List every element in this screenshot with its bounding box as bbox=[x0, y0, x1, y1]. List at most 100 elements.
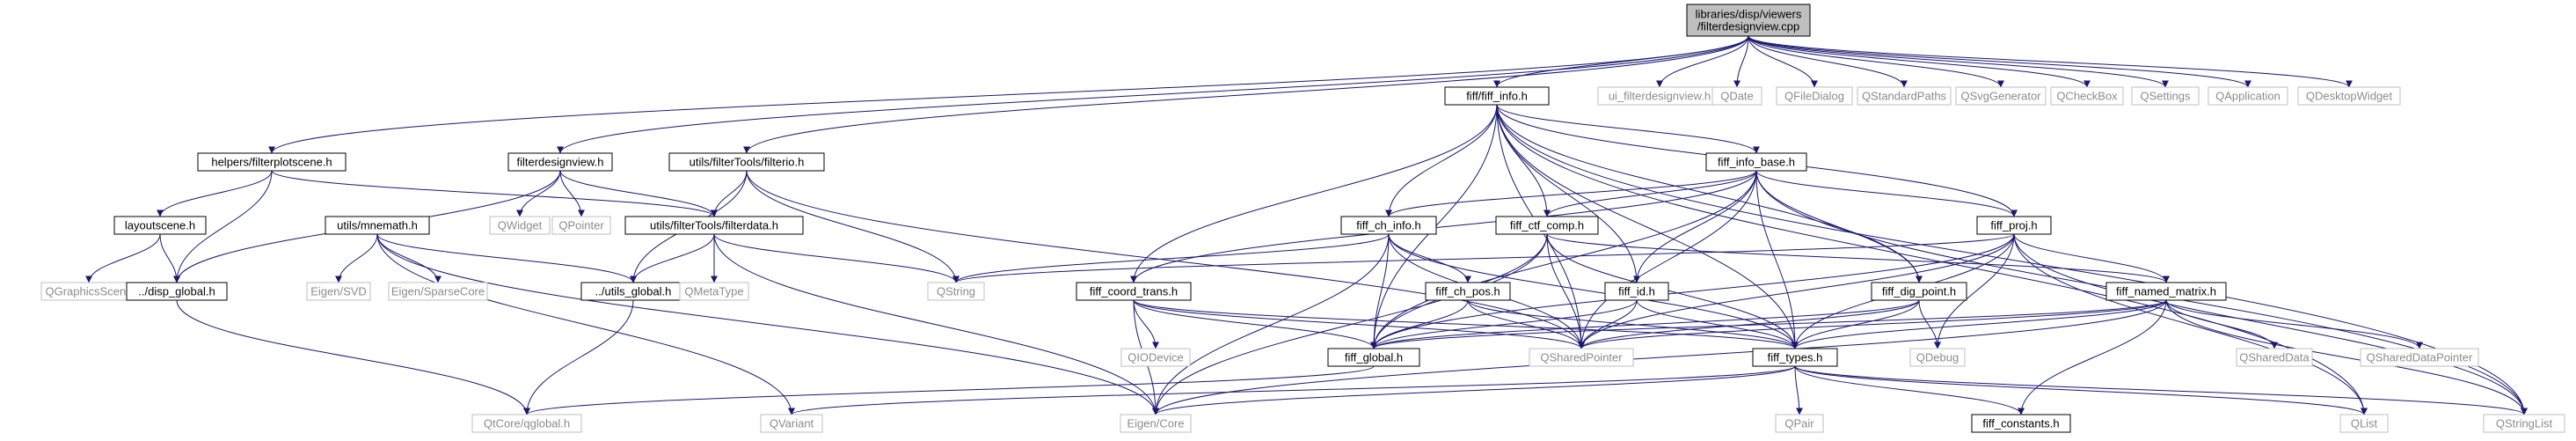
node-label: QSettings bbox=[2140, 90, 2191, 103]
node-box bbox=[1955, 86, 2047, 106]
edge-mnemath-to-qvariant bbox=[376, 233, 795, 415]
node-fiff-constants[interactable]: fiff_constants.h bbox=[1971, 414, 2071, 433]
node-box bbox=[1327, 348, 1420, 367]
edge-fiff_ch_info-to-qstring bbox=[952, 233, 1390, 283]
node-label: QSharedDataPointer bbox=[2367, 351, 2473, 364]
edge-root-to-fiff_info bbox=[1493, 35, 1749, 88]
edge-filterdata-to-eigen_core bbox=[713, 233, 1159, 415]
node-label: Eigen/Core bbox=[1127, 417, 1184, 430]
edge-root-to-filterio bbox=[743, 35, 1749, 154]
node-disp-global[interactable]: ../disp_global.h bbox=[126, 282, 228, 301]
node-label: fiff_info_base.h bbox=[1718, 156, 1795, 169]
edge-fiff_named_matrix-to-fiff_global bbox=[1370, 299, 2167, 349]
node-label: fiff_ch_pos.h bbox=[1435, 285, 1500, 298]
edge-root-to-qapp bbox=[1748, 35, 2251, 88]
node-fiff-ch-info[interactable]: fiff_ch_info.h bbox=[1340, 216, 1437, 235]
node-label: QSharedData bbox=[2239, 351, 2310, 364]
edge-fiff_proj-to-fiff_named_matrix bbox=[2013, 233, 2170, 283]
edge-fiff_id-to-fiff_global bbox=[1370, 299, 1638, 349]
node-label: QMetaType bbox=[684, 285, 743, 298]
edge-filterplotscene-to-disp_global bbox=[173, 170, 273, 283]
node-qpair: QPair bbox=[1775, 414, 1824, 433]
node-box bbox=[2207, 86, 2288, 106]
node-fiff-ctf-comp[interactable]: fiff_ctf_comp.h bbox=[1495, 216, 1599, 235]
edge-fiff_dig_point-to-fiff_global bbox=[1370, 299, 1920, 349]
edge-filterplotscene-to-layoutscene bbox=[157, 170, 273, 217]
edge-fiff_named_matrix-to-fiff_types bbox=[1792, 299, 2167, 349]
node-box bbox=[2360, 348, 2479, 367]
edge-fiff_types-to-eigen_core bbox=[1152, 365, 1796, 415]
node-qpointer: QPointer bbox=[551, 216, 611, 235]
node-label: layoutscene.h bbox=[125, 219, 195, 232]
node-label: filterdesignview.h bbox=[517, 156, 604, 169]
node-filterplotscene[interactable]: helpers/filterplotscene.h bbox=[197, 152, 347, 172]
edge-filterdesignview-to-filterdata bbox=[559, 170, 718, 217]
edge-fiff_info_base-to-fiff_ctf_comp bbox=[1543, 170, 1757, 217]
node-label: fiff_global.h bbox=[1345, 351, 1403, 364]
edge-mnemath-to-eigen_sparse bbox=[376, 233, 441, 283]
edge-layoutscene-to-qgraphicsscene bbox=[85, 233, 161, 283]
edge-mnemath-to-eigen_svd bbox=[335, 233, 378, 283]
node-fiff-named-matrix[interactable]: fiff_named_matrix.h bbox=[2105, 282, 2227, 301]
node-filterio[interactable]: utils/filterTools/filterio.h bbox=[668, 152, 825, 172]
node-box bbox=[306, 282, 371, 301]
edge-fiff_types-to-qvariant bbox=[788, 365, 1796, 415]
node-utils-global[interactable]: ../utils_global.h bbox=[580, 282, 686, 301]
node-qsettings: QSettings bbox=[2131, 86, 2200, 106]
node-label: QString bbox=[937, 285, 975, 298]
edge-fiff_named_matrix-to-qstringlist bbox=[2165, 299, 2528, 415]
edge-filterio-to-qstring bbox=[746, 170, 960, 283]
edge-fiff_info-to-fiff_ch_info bbox=[1385, 104, 1498, 217]
edge-fiff_coord_trans-to-fiff_types bbox=[1133, 299, 1799, 349]
node-qstringlist: QStringList bbox=[2483, 414, 2565, 433]
node-filterdesignview[interactable]: filterdesignview.h bbox=[507, 152, 613, 172]
edge-fiff_ch_pos-to-fiff_global bbox=[1370, 299, 1469, 349]
node-fiff-proj[interactable]: fiff_proj.h bbox=[1976, 216, 2052, 235]
edge-fiff_global-to-qtcore_qglobal bbox=[523, 365, 1375, 415]
node-box bbox=[1495, 216, 1599, 235]
node-label: QList bbox=[2351, 417, 2378, 430]
node-box bbox=[1857, 86, 1952, 106]
node-label: QDesktopWidget bbox=[2306, 90, 2393, 103]
node-label: fiff_constants.h bbox=[1982, 417, 2059, 430]
edge-fiff_info_base-to-fiff_global bbox=[1370, 170, 1757, 349]
edge-fiff_info_base-to-qsharedpointer bbox=[1578, 170, 1757, 349]
edge-fiff_proj-to-qdebug bbox=[1934, 233, 2015, 349]
node-qsvg: QSvgGenerator bbox=[1955, 86, 2047, 106]
node-label: fiff/fiff_info.h bbox=[1466, 90, 1528, 103]
node-box bbox=[197, 152, 347, 172]
node-box bbox=[507, 152, 613, 172]
node-box bbox=[325, 216, 430, 235]
node-box bbox=[1976, 216, 2052, 235]
node-qdebug: QDebug bbox=[1909, 348, 1966, 367]
node-box bbox=[927, 282, 985, 301]
node-fiff-info[interactable]: fiff/fiff_info.h bbox=[1444, 86, 1550, 106]
node-fiff-dig-point[interactable]: fiff_dig_point.h bbox=[1871, 282, 1967, 301]
node-label: Eigen/SVD bbox=[310, 285, 367, 298]
node-box bbox=[388, 282, 488, 301]
node-qlist: QList bbox=[2339, 414, 2389, 433]
node-box bbox=[471, 414, 582, 433]
node-fiff-info-base[interactable]: fiff_info_base.h bbox=[1705, 152, 1807, 172]
node-label: utils/filterTools/filterio.h bbox=[690, 156, 805, 169]
edge-fiff_ch_pos-to-fiff_types bbox=[1467, 299, 1799, 349]
node-fiff-types[interactable]: fiff_types.h bbox=[1752, 348, 1838, 367]
node-box bbox=[1076, 282, 1192, 301]
node-mnemath[interactable]: utils/mnemath.h bbox=[325, 216, 430, 235]
node-qstring: QString bbox=[927, 282, 985, 301]
edge-root-to-ui_fdv bbox=[1656, 35, 1749, 88]
edge-fiff_ch_info-to-fiff_global bbox=[1370, 233, 1390, 349]
node-fiff-coord-trans[interactable]: fiff_coord_trans.h bbox=[1076, 282, 1192, 301]
node-fiff-global[interactable]: fiff_global.h bbox=[1327, 348, 1420, 367]
node-ui-fdv: ui_filterdesignview.h bbox=[1597, 86, 1722, 106]
edge-root-to-filterdesignview bbox=[557, 35, 1749, 154]
node-layoutscene[interactable]: layoutscene.h bbox=[113, 216, 207, 235]
node-filterdata[interactable]: utils/filterTools/filterdata.h bbox=[624, 216, 804, 235]
node-box bbox=[1120, 348, 1191, 367]
edge-fiff_proj-to-qsharedpointer bbox=[1578, 233, 2015, 349]
node-qshareddatapointer: QSharedDataPointer bbox=[2360, 348, 2479, 367]
node-fiff-id[interactable]: fiff_id.h bbox=[1604, 282, 1669, 301]
node-box bbox=[2131, 86, 2200, 106]
node-fiff-ch-pos[interactable]: fiff_ch_pos.h bbox=[1425, 282, 1511, 301]
edge-fiff_info-to-fiff_ctf_comp bbox=[1496, 104, 1551, 217]
